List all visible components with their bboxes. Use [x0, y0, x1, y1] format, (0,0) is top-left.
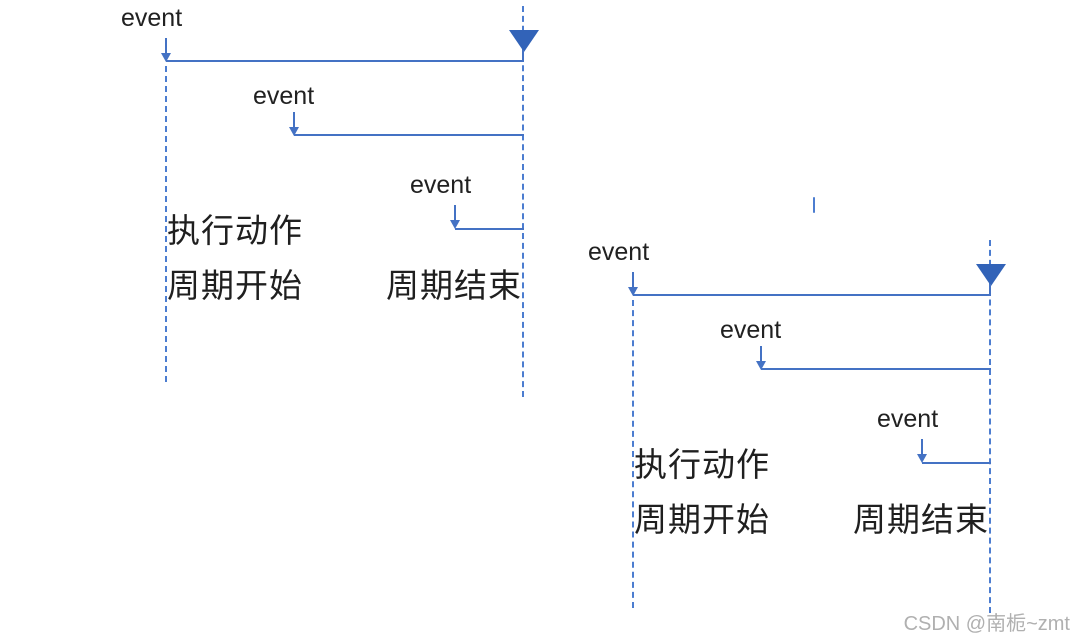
- down-arrow-icon: [160, 38, 172, 62]
- cycle-end-label: 周期结束: [386, 267, 522, 304]
- action-label: 执行动作: [634, 446, 770, 483]
- event-line-2: [294, 134, 524, 136]
- event-line-3: [455, 228, 524, 230]
- event-label-2: event: [253, 82, 315, 110]
- arrow-head: [450, 220, 460, 229]
- event-label-1: event: [121, 4, 183, 32]
- cycle-start-label: 周期开始: [634, 501, 770, 538]
- event-line-1: [633, 294, 991, 296]
- cycle-diagram-1: event event event 执行动作 周期开始 周期结束: [0, 0, 560, 410]
- cycle-end-lifeline-dashed: [522, 6, 524, 397]
- cycle-end-marker-icon: [509, 30, 539, 52]
- down-arrow-icon: [288, 112, 300, 136]
- cycle-start-label: 周期开始: [167, 267, 303, 304]
- cycle-end-label: 周期结束: [853, 501, 989, 538]
- arrow-stem: [760, 346, 762, 362]
- cycle-end-marker-stem: [989, 284, 991, 296]
- cycle-start-lifeline-dashed: [165, 66, 167, 382]
- watermark: CSDN @南栀~zmt: [903, 613, 1070, 635]
- event-line-1: [166, 60, 524, 62]
- event-line-3: [922, 462, 991, 464]
- down-arrow-icon: [627, 272, 639, 296]
- arrow-stem: [165, 38, 167, 54]
- event-label-3: event: [410, 171, 472, 199]
- arrow-head: [917, 454, 927, 463]
- down-arrow-icon: [755, 346, 767, 370]
- arrow-stem: [632, 272, 634, 288]
- action-label: 执行动作: [167, 212, 303, 249]
- stray-dash-mark: [813, 197, 815, 213]
- cycle-end-marker-stem: [522, 50, 524, 62]
- arrow-stem: [921, 439, 923, 455]
- arrow-head: [289, 127, 299, 136]
- down-arrow-icon: [916, 439, 928, 463]
- arrow-head: [628, 287, 638, 296]
- cycle-start-lifeline-dashed: [632, 300, 634, 608]
- arrow-head: [756, 361, 766, 370]
- event-line-2: [761, 368, 991, 370]
- cycle-end-marker-icon: [976, 264, 1006, 286]
- arrow-stem: [293, 112, 295, 128]
- arrow-head: [161, 53, 171, 62]
- arrow-stem: [454, 205, 456, 221]
- cycle-end-lifeline-dashed: [989, 240, 991, 613]
- event-label-2: event: [720, 316, 782, 344]
- down-arrow-icon: [449, 205, 461, 229]
- cycle-diagram-2: event event event 执行动作 周期开始 周期结束: [467, 234, 1027, 641]
- event-label-3: event: [877, 405, 939, 433]
- event-label-1: event: [588, 238, 650, 266]
